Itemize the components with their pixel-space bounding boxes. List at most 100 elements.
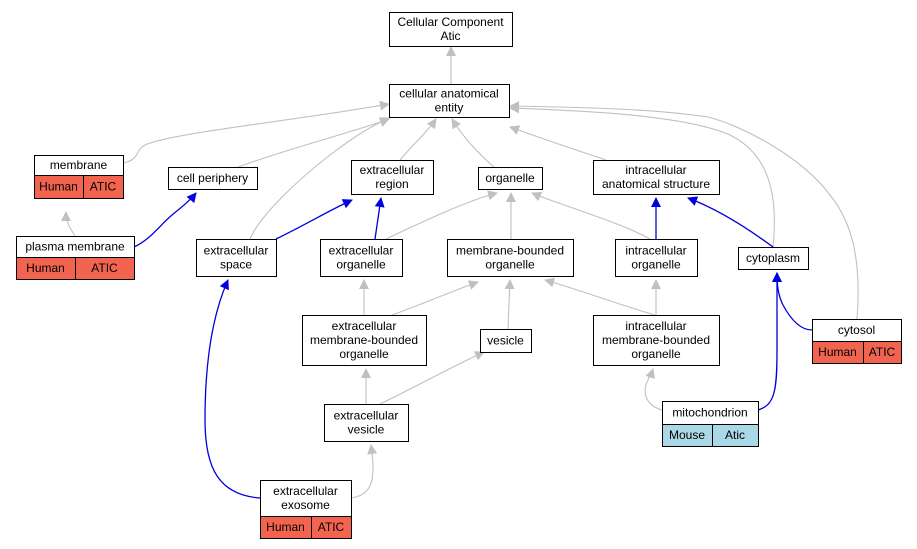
edge-extregion-to-cae-is-a [399, 118, 437, 161]
gene-cell [311, 516, 352, 539]
node-label: entity [435, 101, 464, 115]
node-label: extracellular [329, 244, 394, 258]
edge-membrane-to-cae-is-a [122, 100, 390, 164]
node-label: extracellular [360, 163, 425, 177]
node-box [738, 247, 809, 270]
node-label: organelle [336, 258, 386, 272]
node-box [351, 160, 434, 195]
species-tag: Mouse [669, 428, 705, 442]
node-organelle[interactable]: organelle [478, 167, 543, 190]
node-box [593, 160, 720, 195]
node-label: organelle [631, 258, 681, 272]
node-label: space [220, 258, 252, 272]
species-tag: Human [818, 345, 857, 359]
gene-cell [83, 175, 124, 199]
node-label: cytoplasm [746, 251, 800, 265]
node-box [389, 84, 510, 118]
gene-tag: ATIC [318, 520, 345, 534]
node-box [320, 239, 403, 277]
node-box [302, 315, 427, 366]
node-box [324, 404, 409, 442]
node-label: membrane [50, 158, 108, 172]
gene-tag: ATIC [91, 261, 118, 275]
node-label: vesicle [348, 423, 385, 437]
edge-cellperiphery-to-cae-is-a [237, 117, 390, 168]
node-box [480, 329, 532, 353]
node-label: cell periphery [177, 171, 248, 185]
edge-plasmamembrane-to-membrane-is-a [61, 211, 76, 237]
node-label: membrane-bounded [310, 333, 418, 347]
node-box [196, 239, 277, 277]
edge-vesicle-to-mbo-is-a [504, 279, 515, 330]
node-label: region [375, 177, 408, 191]
gene-tag: ATIC [90, 180, 117, 194]
node-label: extracellular [334, 409, 399, 423]
node-label: vesicle [487, 334, 524, 348]
node-box [478, 167, 543, 190]
gene-cell [712, 424, 759, 447]
edge-embo-to-mbo-is-a [391, 280, 479, 316]
edge-imbo-to-mbo-is-a [544, 277, 656, 316]
node-label: organelle [631, 347, 681, 361]
edges-layer [61, 46, 859, 499]
gene-cell [75, 257, 135, 280]
node-label: extracellular [273, 484, 338, 498]
node-label: extracellular [204, 244, 269, 258]
node-cytoplasm[interactable]: cytoplasm [738, 247, 809, 270]
edge-cytoplasm-to-ias-part-of [687, 196, 774, 248]
gene-tag: ATIC [869, 345, 896, 359]
node-box [260, 480, 352, 517]
edge-cytosol-to-cae-is-a [509, 101, 859, 320]
node-label: cytosol [838, 323, 875, 337]
node-label: organelle [485, 258, 535, 272]
edge-organelle-to-cae-is-a [451, 118, 495, 168]
node-cellperiphery[interactable]: cell periphery [168, 167, 258, 190]
node-label: membrane-bounded [602, 333, 710, 347]
edge-extspace-to-extregion-part-of [275, 199, 353, 240]
node-label: extracellular [332, 319, 397, 333]
node-label: Cellular Component [397, 15, 504, 29]
node-label: Atic [440, 29, 460, 43]
edge-extorganelle-to-organelle-is-a [385, 190, 498, 240]
node-label: intracellular [625, 244, 686, 258]
species-tag: Human [266, 520, 305, 534]
edge-extorganelle-to-extregion-part-of [374, 197, 385, 240]
species-tag: Human [39, 180, 78, 194]
node-label: organelle [485, 171, 535, 185]
edge-exosome-to-extvesicle-is-a [350, 444, 378, 499]
edge-intorganelle-to-organelle-is-a [531, 191, 651, 240]
node-label: membrane-bounded [456, 244, 564, 258]
node-label: plasma membrane [25, 240, 125, 254]
edge-cytosol-to-cytoplasm-part-of [772, 272, 813, 331]
node-box [615, 239, 698, 277]
edge-extvesicle-to-vesicle-is-a [379, 351, 485, 405]
node-vesicle[interactable]: vesicle [480, 329, 532, 353]
node-label: exosome [281, 498, 330, 512]
edge-mitochondrion-to-cytoplasm-part-of [757, 272, 782, 411]
edge-exosome-to-extspace-part-of [204, 279, 261, 499]
node-label: intracellular [625, 319, 686, 333]
node-box [447, 239, 574, 277]
node-label: anatomical structure [602, 177, 710, 191]
edge-plasmamembrane-to-cellperiphery-part-of [133, 192, 197, 248]
node-box [389, 12, 513, 47]
species-tag: Human [26, 261, 65, 275]
